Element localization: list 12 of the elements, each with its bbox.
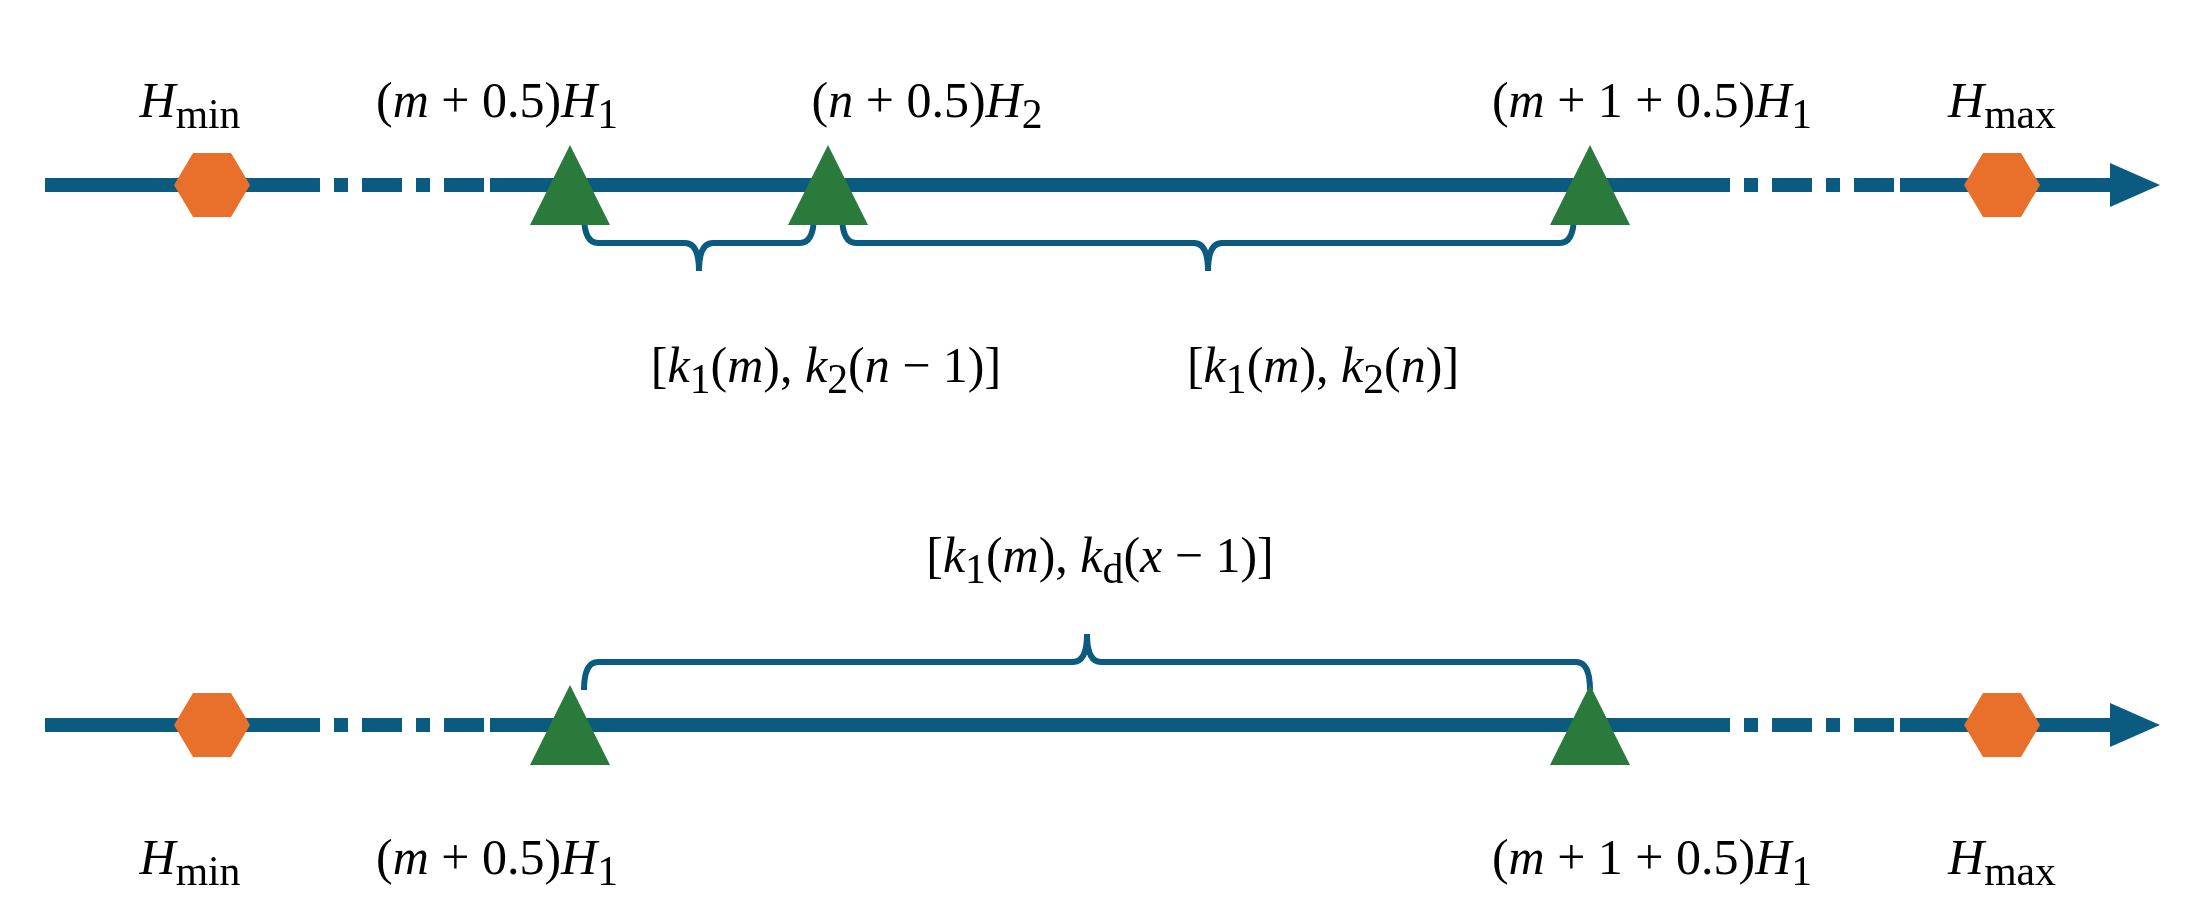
interval-label: [k$_{1}$(m), k$_{d}$(x − 1)]	[926, 529, 1274, 591]
marker-label: H$_{min}$	[139, 831, 241, 893]
marker-label: H$_{max}$	[1948, 831, 2056, 893]
marker-label: (n + 0.5)H$_{2}$	[811, 74, 1043, 136]
marker-label: (m + 0.5)H$_{1}$	[375, 74, 619, 136]
marker-label: (m + 0.5)H$_{1}$	[375, 831, 619, 893]
marker-label: H$_{min}$	[139, 74, 241, 136]
interval-label: [k$_{1}$(m), k$_{2}$(n − 1)]	[650, 339, 1002, 401]
marker-label: H$_{max}$	[1948, 74, 2056, 136]
marker-label: (m + 1 + 0.5)H$_{1}$	[1491, 74, 1813, 136]
marker-label: (m + 1 + 0.5)H$_{1}$	[1491, 831, 1813, 893]
interval-label: [k$_{1}$(m), k$_{2}$(n)]	[1186, 339, 1460, 401]
